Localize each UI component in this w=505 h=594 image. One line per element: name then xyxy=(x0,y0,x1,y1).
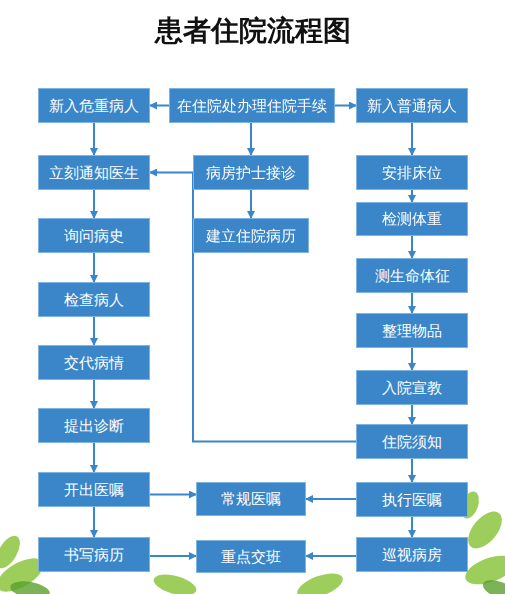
flow-arrow xyxy=(93,253,95,282)
process-box: 询问病史 xyxy=(38,218,150,253)
process-box: 提出诊断 xyxy=(38,408,150,443)
box-label: 开出医嘱 xyxy=(64,481,124,499)
box-label: 常规医嘱 xyxy=(221,490,281,508)
process-box: 新入普通病人 xyxy=(356,88,468,123)
flow-arrow xyxy=(411,405,413,424)
box-label: 安排床位 xyxy=(382,164,442,182)
process-box: 在住院处办理住院手续 xyxy=(169,88,335,123)
flow-arrow xyxy=(93,190,95,218)
flow-arrow xyxy=(250,190,252,218)
flow-arrow xyxy=(93,507,95,537)
process-box: 执行医嘱 xyxy=(356,482,468,517)
process-box: 交代病情 xyxy=(38,345,150,380)
flow-arrow xyxy=(150,494,196,496)
box-label: 书写病历 xyxy=(64,546,124,564)
box-label: 在住院处办理住院手续 xyxy=(177,97,327,115)
process-box: 整理物品 xyxy=(356,313,468,348)
box-label: 住院须知 xyxy=(382,433,442,451)
box-label: 整理物品 xyxy=(382,322,442,340)
flow-arrow xyxy=(411,459,413,482)
box-label: 检查病人 xyxy=(64,291,124,309)
process-box: 检查病人 xyxy=(38,282,150,317)
box-label: 测生命体征 xyxy=(375,267,450,285)
process-box: 常规医嘱 xyxy=(196,482,306,516)
flow-arrow xyxy=(335,105,356,107)
box-label: 检测体重 xyxy=(382,210,442,228)
box-label: 病房护士接诊 xyxy=(206,164,296,182)
flow-arrow xyxy=(93,123,95,155)
flow-arrow xyxy=(411,123,413,155)
flow-arrow xyxy=(150,555,196,557)
process-box: 巡视病房 xyxy=(356,537,468,572)
process-box: 书写病历 xyxy=(38,537,150,572)
flow-arrow xyxy=(93,380,95,408)
process-box: 测生命体征 xyxy=(356,258,468,293)
flow-arrow xyxy=(411,517,413,537)
box-label: 提出诊断 xyxy=(64,417,124,435)
box-label: 重点交班 xyxy=(221,548,281,566)
flow-arrow xyxy=(150,173,356,442)
process-box: 立刻通知医生 xyxy=(38,155,150,190)
flow-arrow xyxy=(306,555,356,557)
flow-arrow xyxy=(411,348,413,370)
process-box: 建立住院病历 xyxy=(193,218,309,253)
diagram-title: 患者住院流程图 xyxy=(0,12,505,50)
box-label: 交代病情 xyxy=(64,354,124,372)
box-label: 询问病史 xyxy=(64,227,124,245)
process-box: 入院宣教 xyxy=(356,370,468,405)
flow-arrow xyxy=(306,498,356,500)
box-label: 立刻通知医生 xyxy=(49,164,139,182)
flow-arrow xyxy=(93,443,95,472)
process-box: 新入危重病人 xyxy=(38,88,150,123)
process-box: 住院须知 xyxy=(356,424,468,459)
flow-arrow xyxy=(411,190,413,202)
box-label: 新入危重病人 xyxy=(49,97,139,115)
flow-arrow xyxy=(150,105,169,107)
box-label: 巡视病房 xyxy=(382,546,442,564)
process-box: 重点交班 xyxy=(196,540,306,573)
flow-arrow xyxy=(411,236,413,258)
box-label: 执行医嘱 xyxy=(382,491,442,509)
flow-arrow xyxy=(93,317,95,345)
flow-arrow xyxy=(411,293,413,313)
flow-arrow xyxy=(250,123,252,155)
process-box: 病房护士接诊 xyxy=(193,155,309,190)
box-label: 建立住院病历 xyxy=(206,227,296,245)
process-box: 检测体重 xyxy=(356,202,468,236)
process-box: 开出医嘱 xyxy=(38,472,150,507)
box-label: 新入普通病人 xyxy=(367,97,457,115)
process-box: 安排床位 xyxy=(356,155,468,190)
box-label: 入院宣教 xyxy=(382,379,442,397)
